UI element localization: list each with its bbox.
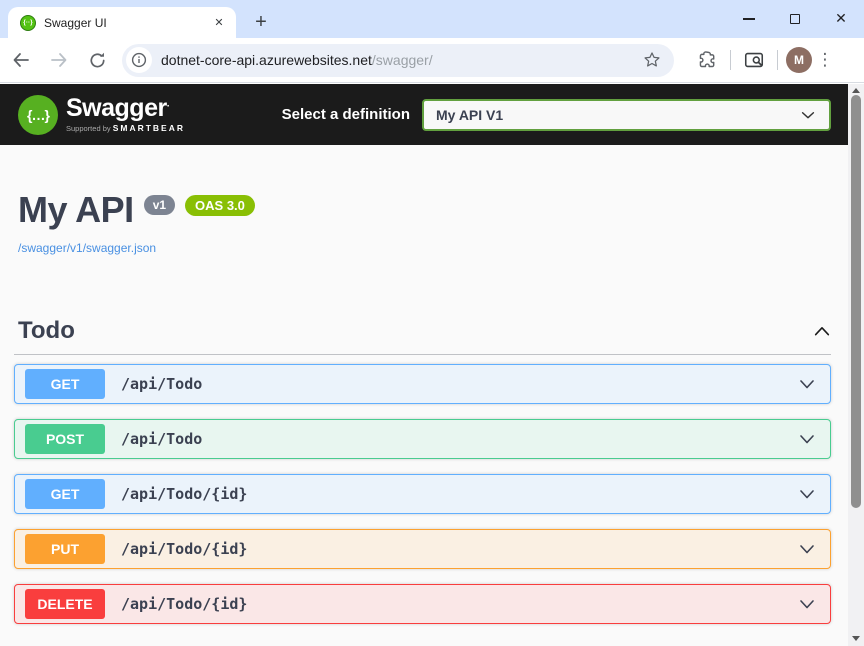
method-badge: DELETE bbox=[25, 589, 105, 619]
swagger-favicon-icon: {··} bbox=[20, 14, 36, 31]
url-text: dotnet-core-api.azurewebsites.net/swagge… bbox=[161, 52, 642, 68]
back-button[interactable] bbox=[4, 43, 38, 77]
swagger-logo-icon: {…} bbox=[18, 94, 58, 135]
close-icon: ✕ bbox=[835, 11, 847, 27]
tab-title: Swagger UI bbox=[44, 15, 107, 30]
page-scrollbar[interactable] bbox=[848, 84, 864, 646]
oas-version-badge: OAS 3.0 bbox=[185, 195, 255, 216]
section-title: Todo bbox=[18, 317, 75, 344]
operation-row[interactable]: GET /api/Todo bbox=[14, 364, 831, 404]
operation-row[interactable]: PUT /api/Todo/{id} bbox=[14, 529, 831, 569]
definition-select-value: My API V1 bbox=[436, 106, 504, 123]
bookmark-star-icon[interactable] bbox=[642, 50, 662, 70]
operation-path: /api/Todo bbox=[121, 375, 203, 393]
definition-select-label: Select a definition bbox=[281, 106, 410, 123]
url-host: dotnet-core-api.azurewebsites.net bbox=[161, 52, 372, 68]
scrollbar-thumb[interactable] bbox=[851, 95, 861, 508]
operation-path: /api/Todo/{id} bbox=[121, 540, 248, 558]
toolbar-divider bbox=[730, 50, 731, 70]
swagger-logo[interactable]: {…} Swagger. Supported by SMARTBEAR bbox=[18, 94, 186, 135]
toolbar-actions: M ⋮ bbox=[692, 45, 838, 75]
extensions-button[interactable] bbox=[692, 45, 722, 75]
profile-avatar[interactable]: M bbox=[786, 47, 812, 73]
browser-menu-button[interactable]: ⋮ bbox=[816, 50, 834, 70]
browser-tab[interactable]: {··} Swagger UI ✕ bbox=[8, 7, 236, 38]
extensions-puzzle-icon bbox=[699, 50, 714, 67]
swagger-wordmark: Swagger. Supported by SMARTBEAR bbox=[66, 94, 186, 134]
smartbear-credit: Supported by SMARTBEAR bbox=[66, 123, 186, 133]
definition-select[interactable]: My API V1 bbox=[422, 98, 831, 131]
swagger-content: My API v1 OAS 3.0 /swagger/v1/swagger.js… bbox=[0, 145, 864, 646]
chevron-down-icon[interactable] bbox=[797, 594, 817, 614]
minimize-button[interactable] bbox=[726, 0, 772, 38]
scroll-up-icon bbox=[852, 87, 860, 93]
browser-toolbar: dotnet-core-api.azurewebsites.net/swagge… bbox=[0, 38, 864, 83]
scroll-down-button[interactable] bbox=[848, 632, 864, 644]
close-window-button[interactable]: ✕ bbox=[818, 0, 864, 38]
side-panel-search-icon bbox=[744, 52, 764, 68]
chevron-up-icon[interactable] bbox=[813, 323, 831, 339]
chevron-down-icon[interactable] bbox=[797, 429, 817, 449]
operation-row[interactable]: DELETE /api/Todo/{id} bbox=[14, 584, 831, 624]
reload-icon bbox=[89, 52, 105, 67]
side-panel-search-button[interactable] bbox=[739, 45, 769, 75]
scroll-up-button[interactable] bbox=[848, 84, 864, 96]
info-icon bbox=[131, 52, 147, 68]
forward-button[interactable] bbox=[42, 43, 76, 77]
maximize-button[interactable] bbox=[772, 0, 818, 38]
reload-button[interactable] bbox=[80, 43, 114, 77]
url-path: /swagger/ bbox=[371, 52, 433, 68]
operation-row[interactable]: GET /api/Todo/{id} bbox=[14, 474, 831, 514]
chevron-down-icon bbox=[801, 111, 815, 118]
swagger-topbar: {…} Swagger. Supported by SMARTBEAR Sele… bbox=[0, 84, 864, 145]
operation-path: /api/Todo/{id} bbox=[121, 595, 248, 613]
method-badge: GET bbox=[25, 369, 105, 399]
api-version-badge: v1 bbox=[143, 195, 176, 215]
toolbar-divider bbox=[777, 50, 778, 70]
forward-arrow-icon bbox=[51, 53, 67, 67]
address-bar[interactable]: dotnet-core-api.azurewebsites.net/swagge… bbox=[122, 43, 674, 77]
spec-json-link[interactable]: /swagger/v1/swagger.json bbox=[18, 241, 157, 255]
chevron-down-icon[interactable] bbox=[797, 539, 817, 559]
window-controls: ✕ bbox=[726, 0, 864, 38]
method-badge: GET bbox=[25, 479, 105, 509]
method-badge: PUT bbox=[25, 534, 105, 564]
maximize-icon bbox=[790, 14, 800, 24]
operations-list: GET /api/Todo POST /api/Todo GET /api/To… bbox=[14, 364, 831, 624]
chevron-down-icon[interactable] bbox=[797, 484, 817, 504]
back-arrow-icon bbox=[13, 53, 29, 67]
operation-path: /api/Todo/{id} bbox=[121, 485, 248, 503]
chevron-down-icon[interactable] bbox=[797, 374, 817, 394]
minimize-icon bbox=[743, 18, 755, 20]
api-title: My API bbox=[18, 189, 134, 230]
method-badge: POST bbox=[25, 424, 105, 454]
tab-close-icon[interactable]: ✕ bbox=[214, 16, 224, 29]
api-title-row: My API v1 OAS 3.0 bbox=[18, 192, 831, 228]
site-info-button[interactable] bbox=[126, 47, 152, 73]
tab-strip: {··} Swagger UI ✕ + ✕ bbox=[0, 0, 864, 38]
new-tab-button[interactable]: + bbox=[255, 10, 267, 33]
todo-section-header[interactable]: Todo bbox=[14, 317, 831, 355]
scroll-down-icon bbox=[852, 635, 860, 641]
swagger-wordmark-text: Swagger. bbox=[66, 94, 170, 122]
operation-row[interactable]: POST /api/Todo bbox=[14, 419, 831, 459]
operation-path: /api/Todo bbox=[121, 430, 203, 448]
